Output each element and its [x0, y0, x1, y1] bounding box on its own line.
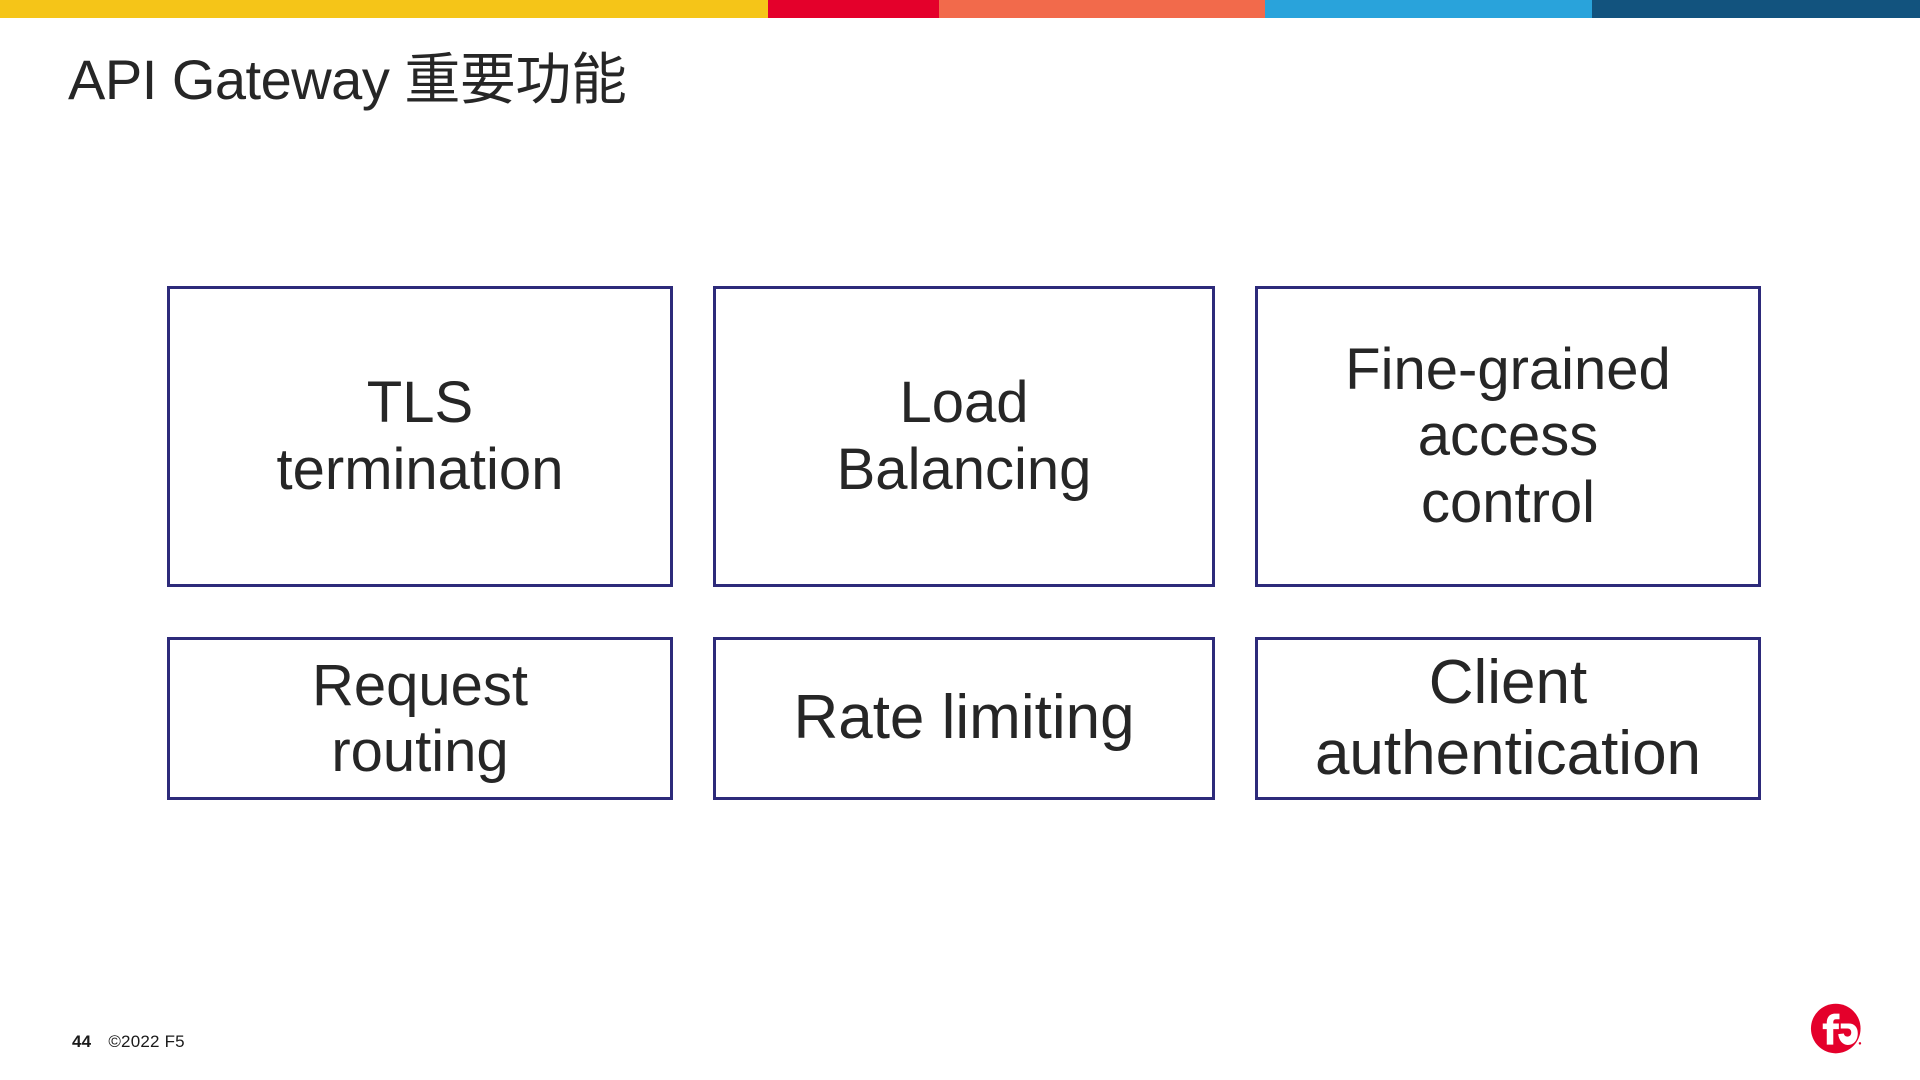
page-number: 44 [72, 1032, 92, 1051]
accent-segment-light-blue [1265, 0, 1592, 18]
accent-segment-dark-blue [1591, 0, 1920, 18]
feature-box-rate-limiting: Rate limiting [713, 637, 1215, 801]
feature-label: Rate limiting [793, 683, 1135, 753]
accent-segment-orange [938, 0, 1266, 18]
copyright-notice: ©2022 F5 [108, 1032, 185, 1051]
top-accent-bar [0, 0, 1920, 18]
page-title: API Gateway 重要功能 [68, 48, 627, 111]
accent-segment-red [768, 0, 939, 18]
footer: 44 ©2022 F5 [72, 1032, 185, 1052]
f5-logo [1806, 1000, 1868, 1062]
accent-segment-yellow [0, 0, 768, 18]
